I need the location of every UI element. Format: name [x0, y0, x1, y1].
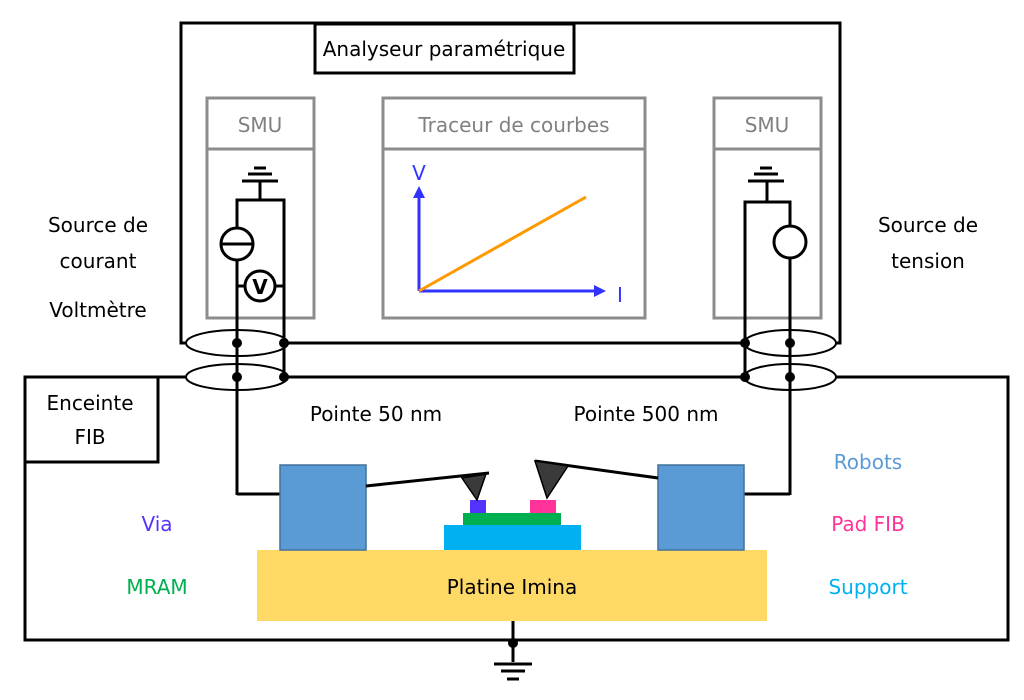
stage-label: Platine Imina — [447, 575, 577, 599]
support-layer — [444, 525, 581, 550]
probe-tip-50nm-icon — [460, 473, 488, 502]
smu-right-title: SMU — [745, 113, 790, 137]
curve-tracer-box — [381, 96, 647, 320]
feedthrough-wires — [235, 330, 792, 495]
legend-robots: Robots — [834, 450, 902, 474]
voltage-source-icon — [772, 224, 808, 260]
fib-pad — [530, 500, 556, 513]
analyzer-title-box — [313, 22, 576, 75]
legend-via: Via — [141, 512, 172, 536]
probe-left-label: Pointe 50 nm — [310, 402, 442, 426]
imina-stage — [257, 550, 767, 621]
y-axis-arrow-icon — [413, 186, 425, 198]
legend-pad-fib: Pad FIB — [831, 512, 905, 536]
chamber-title-line2: FIB — [74, 425, 105, 449]
voltmeter-label: Voltmètre — [49, 298, 146, 322]
legend-mram: MRAM — [126, 575, 187, 599]
smu-right-circuit — [743, 166, 792, 375]
chamber-title-line1: Enceinte — [47, 391, 134, 415]
current-source-label-1: Source de — [48, 213, 148, 237]
analyzer-title: Analyseur paramétrique — [323, 37, 566, 61]
robot-right — [657, 464, 745, 551]
voltmeter-icon — [243, 269, 277, 303]
voltmeter-symbol: V — [252, 275, 268, 299]
robot-left — [279, 464, 367, 551]
legend-support: Support — [828, 575, 907, 599]
x-axis-label: I — [617, 283, 623, 307]
probe-tip-500nm-icon — [533, 460, 570, 500]
x-axis-arrow-icon — [594, 285, 606, 297]
mram-layer — [463, 513, 561, 525]
chamber-title-box — [23, 375, 160, 464]
y-axis-label: V — [412, 161, 426, 185]
iv-curve — [418, 195, 587, 293]
smu-left-title: SMU — [238, 113, 283, 137]
via — [470, 500, 486, 513]
smu-right-box — [712, 96, 823, 320]
junction-dots — [232, 338, 795, 382]
ground-junction — [508, 638, 518, 648]
ground-icon — [494, 662, 532, 681]
voltage-source-label-1: Source de — [878, 213, 978, 237]
voltage-source-label-2: tension — [891, 249, 965, 273]
current-source-label-2: courant — [60, 249, 137, 273]
smu-left-box — [205, 96, 316, 320]
probe-arm-left — [365, 471, 490, 488]
curve-tracer-title: Traceur de courbes — [417, 113, 609, 137]
probe-right-label: Pointe 500 nm — [573, 402, 718, 426]
